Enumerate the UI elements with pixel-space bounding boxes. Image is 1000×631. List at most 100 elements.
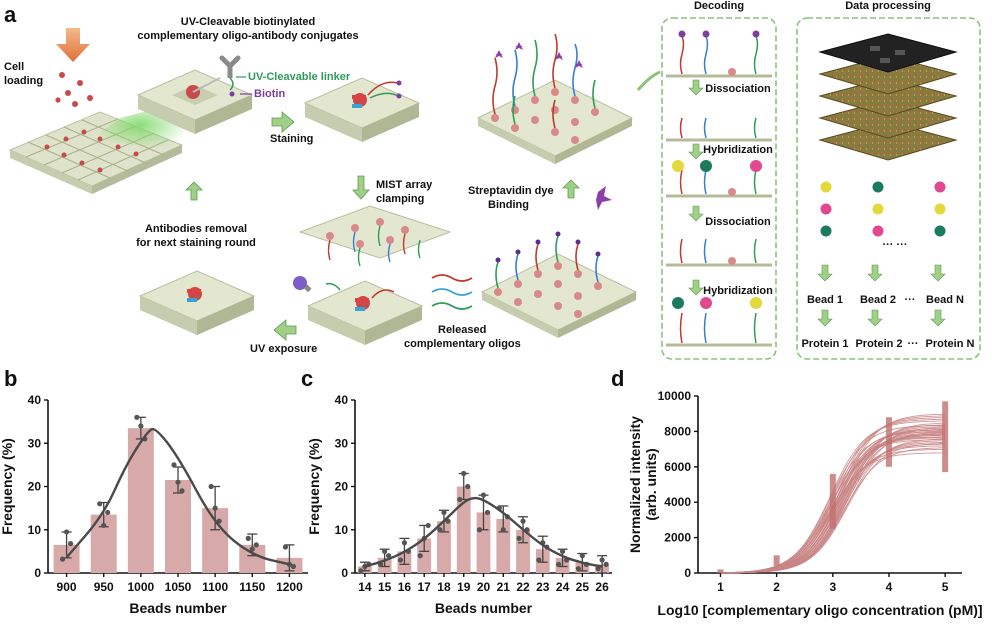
mist-array-clamp (298, 205, 452, 267)
x-tick-label: 2 (773, 580, 780, 594)
x-tick-label: 18 (437, 580, 451, 594)
x-tick-label: 5 (942, 580, 949, 594)
loading-arrow-icon (56, 28, 90, 62)
binding-arrow-icon (562, 179, 580, 199)
data-point (441, 509, 447, 516)
y-axis-label: Frequency (%) (306, 438, 322, 534)
stain-block-1 (136, 69, 254, 134)
x-tick-label: 17 (418, 580, 432, 594)
data-point (249, 546, 255, 552)
bead-color-grid (820, 181, 946, 237)
data-point (476, 527, 483, 533)
data-point (461, 470, 467, 477)
released-label-2: complementary oligos (404, 338, 521, 350)
protein-ellipsis: ··· (908, 338, 919, 350)
y-tick-label: 8000 (664, 424, 691, 438)
x-axis-label: Log10 [complementary oligo concentration… (657, 602, 982, 618)
y-tick-label: 0 (34, 566, 41, 580)
bar (165, 480, 191, 573)
x-tick-label: 1050 (165, 580, 192, 594)
x-tick-label: 14 (358, 580, 372, 594)
uv-bulb-icon (293, 276, 312, 293)
x-tick-label: 24 (556, 580, 570, 594)
antibody-icon (219, 55, 241, 97)
data-point (417, 553, 423, 559)
bar (456, 486, 471, 573)
y-tick-label: 10000 (658, 389, 692, 403)
x-tick-label: 20 (477, 580, 491, 594)
x-tick-label: 900 (57, 580, 77, 594)
dye-array (476, 33, 634, 164)
uv-exposure-arrow-icon (273, 319, 297, 341)
x-tick-label: 1200 (276, 580, 303, 594)
bead-dot (934, 181, 946, 193)
decoding-title: Decoding (694, 0, 744, 12)
point-cluster (885, 417, 892, 467)
y-tick-label: 20 (335, 480, 349, 494)
data-point (105, 509, 111, 516)
y-tick-label: 0 (341, 566, 348, 580)
data-point (536, 557, 542, 563)
data-point (579, 553, 585, 559)
released-label-1: Released (438, 324, 486, 336)
y-tick-label: 30 (335, 436, 349, 450)
cell-loading-label-2: loading (4, 75, 43, 87)
data-point (382, 548, 388, 554)
data-point (97, 501, 103, 507)
data-point (212, 505, 218, 511)
data-point (457, 496, 463, 503)
staining-label: Staining (270, 133, 313, 145)
data-point (425, 522, 431, 529)
panel-a: a Cell loading (4, 0, 981, 360)
panel-d-label: d (611, 366, 624, 391)
data-point (401, 540, 408, 546)
data-point (101, 522, 107, 529)
x-tick-label: 4 (886, 580, 893, 594)
data-point (386, 553, 392, 559)
data-point (179, 488, 185, 494)
bead-dot (934, 203, 946, 215)
point-cluster (717, 569, 724, 573)
data-point (171, 462, 177, 468)
x-tick-label: 16 (398, 580, 412, 594)
removal-label-2: for next staining round (136, 237, 256, 249)
bead-2-label: Bead 2 (860, 294, 896, 306)
data-point (437, 527, 443, 533)
y-tick-label: 40 (335, 393, 349, 407)
bead-dot (872, 181, 884, 193)
y-axis-label-2: (arb. units) (643, 448, 659, 520)
uv-linker-label: UV-Cleavable linker (248, 71, 351, 83)
decoding-box (661, 17, 777, 360)
bead-arrows (817, 264, 946, 327)
stain-block-2 (303, 77, 421, 142)
bead-1-label: Bead 1 (807, 294, 843, 306)
x-tick-label: 950 (94, 580, 114, 594)
point-cluster (942, 401, 949, 473)
clamping-label-2: clamping (376, 193, 424, 205)
panel-c-label: c (301, 366, 313, 391)
bead-dot (934, 225, 946, 237)
x-tick-label: 25 (576, 580, 590, 594)
released-oligos-icon (431, 274, 473, 310)
bead-dot (872, 203, 884, 215)
y-tick-label: 6000 (664, 460, 691, 474)
dot-ellipsis: ··· ··· (882, 239, 907, 251)
protein-n-label: Protein N (926, 338, 975, 350)
y-tick-label: 40 (28, 393, 42, 407)
data-point (575, 566, 581, 572)
data-point (500, 527, 506, 533)
x-tick-label: 1100 (202, 580, 228, 594)
data-processing-title: Data processing (845, 0, 931, 12)
image-stack-icon (818, 33, 958, 161)
protein-2-label: Protein 2 (855, 338, 902, 350)
point-cluster (773, 555, 780, 566)
data-point (555, 561, 562, 567)
fit-curve (65, 427, 290, 566)
data-point (358, 568, 364, 574)
data-point (559, 548, 566, 554)
data-point (520, 518, 526, 524)
y-tick-label: 10 (28, 523, 42, 537)
decoding-step-2: Hybridization (703, 144, 773, 156)
